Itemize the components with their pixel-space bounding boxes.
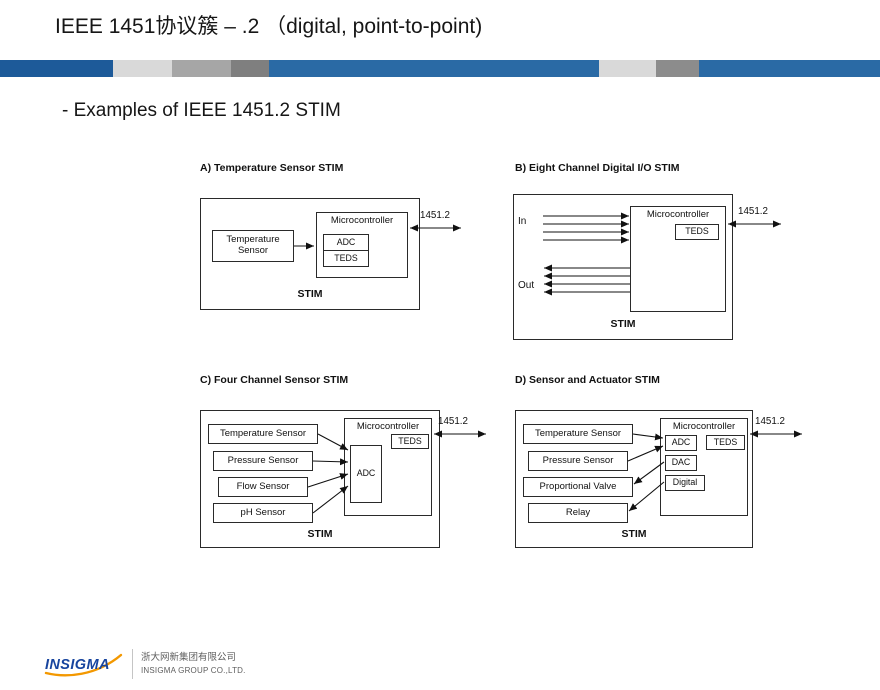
adc-box: ADC [350, 445, 382, 503]
diagram-d-title: D) Sensor and Actuator STIM [515, 374, 660, 386]
relay-box: Relay [528, 503, 628, 523]
accent-bar-segment [599, 60, 656, 77]
temperature-sensor-box: Temperature Sensor [208, 424, 318, 444]
page-title: IEEE 1451协议簇 – .2 （digital, point-to-poi… [55, 15, 483, 38]
teds-box: TEDS [675, 224, 719, 240]
diagram-d: D) Sensor and Actuator STIM Temperature … [505, 372, 835, 562]
microcontroller-label: Microcontroller [646, 209, 710, 220]
footer-divider [132, 649, 133, 679]
diagram-c-title: C) Four Channel Sensor STIM [200, 374, 349, 386]
diagram-a-title: A) Temperature Sensor STIM [200, 162, 344, 174]
microcontroller-label: Microcontroller [672, 421, 736, 432]
in-label: In [518, 216, 527, 227]
flow-sensor-box: Flow Sensor [218, 477, 308, 497]
stim-label: STIM [621, 528, 647, 540]
company-name-en: INSIGMA GROUP CO.,LTD. [141, 666, 246, 676]
teds-box: TEDS [391, 434, 429, 449]
microcontroller-box: Microcontroller TEDS ADC [344, 418, 432, 516]
company-name-cn: 浙大网新集团有限公司 [141, 652, 237, 664]
logo-text: INSIGMA [45, 657, 110, 673]
diagram-b-title: B) Eight Channel Digital I/O STIM [515, 162, 680, 174]
accent-bar [0, 60, 880, 77]
stim-label: STIM [297, 288, 323, 300]
accent-bar-segment [231, 60, 269, 77]
logo-swoosh-icon [44, 653, 123, 677]
microcontroller-box: Microcontroller ADC TEDS [316, 212, 408, 278]
diagram-b: B) Eight Channel Digital I/O STIM In Out… [505, 160, 815, 350]
proportional-valve-box: Proportional Valve [523, 477, 633, 497]
bus-1451-2-label: 1451.2 [438, 416, 468, 427]
bus-1451-2-label: 1451.2 [738, 206, 768, 217]
pressure-sensor-box: Pressure Sensor [528, 451, 628, 471]
accent-bar-segment [172, 60, 231, 77]
microcontroller-label: Microcontroller [356, 421, 420, 432]
temperature-sensor-box: Temperature Sensor [212, 230, 294, 262]
teds-box: TEDS [706, 435, 745, 450]
accent-bar-segment [699, 60, 880, 77]
diagram-c: C) Four Channel Sensor STIM Temperature … [190, 372, 500, 562]
accent-bar-segment [656, 60, 699, 77]
stim-label: STIM [610, 318, 636, 330]
adc-box: ADC [665, 435, 697, 451]
microcontroller-box: Microcontroller ADC TEDS DAC Digital [660, 418, 748, 516]
adc-box: ADC [323, 234, 369, 251]
microcontroller-label: Microcontroller [330, 215, 394, 226]
accent-bar-segment [113, 60, 172, 77]
temperature-sensor-box: Temperature Sensor [523, 424, 633, 444]
digital-box: Digital [665, 475, 705, 491]
footer: INSIGMA 浙大网新集团有限公司 INSIGMA GROUP CO.,LTD… [44, 648, 246, 680]
diagram-a: A) Temperature Sensor STIM Temperature S… [190, 160, 490, 325]
dac-box: DAC [665, 455, 697, 471]
out-label: Out [518, 280, 535, 291]
ph-sensor-box: pH Sensor [213, 503, 313, 523]
bus-1451-2-label: 1451.2 [755, 416, 785, 427]
stim-label: STIM [307, 528, 333, 540]
microcontroller-box: Microcontroller TEDS [630, 206, 726, 312]
insigma-logo: INSIGMA [44, 653, 123, 677]
teds-box: TEDS [323, 250, 369, 267]
slide-subtitle: - Examples of IEEE 1451.2 STIM [62, 100, 341, 121]
accent-bar-segment [269, 60, 599, 77]
company-info: 浙大网新集团有限公司 INSIGMA GROUP CO.,LTD. [141, 651, 246, 676]
bus-1451-2-label: 1451.2 [420, 210, 450, 221]
pressure-sensor-box: Pressure Sensor [213, 451, 313, 471]
accent-bar-segment [0, 60, 113, 77]
